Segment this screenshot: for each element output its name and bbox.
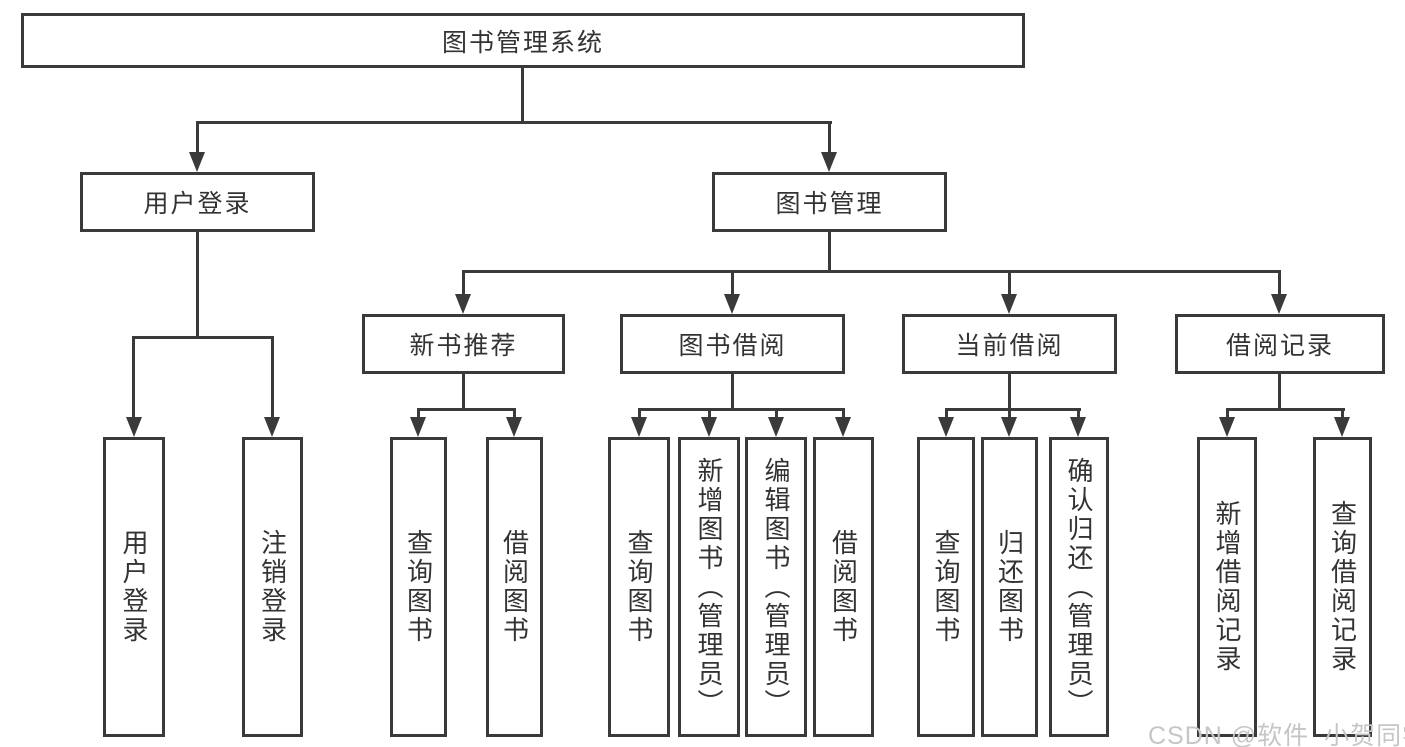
leaf-label: 归还图书 <box>994 529 1025 645</box>
connector-line <box>1341 408 1344 420</box>
connector-line <box>462 270 1281 273</box>
leaf-label: 注销登录 <box>257 529 288 645</box>
arrowhead-down-icon <box>821 152 837 172</box>
connector-line <box>521 68 524 124</box>
connector-line <box>945 408 1081 411</box>
arrowhead-down-icon <box>1219 417 1235 437</box>
connector-line <box>196 232 199 339</box>
connector-line <box>775 408 778 420</box>
connector-line <box>462 374 465 411</box>
connector-line <box>945 408 948 420</box>
node-current-borrow: 当前借阅 <box>902 314 1117 374</box>
node-book-borrow: 图书借阅 <box>620 314 845 374</box>
connector-line <box>828 232 831 273</box>
leaf-logout: 注销登录 <box>242 437 303 737</box>
arrowhead-down-icon <box>1001 417 1017 437</box>
leaf-confirm-return-admin: 确认归还（管理员） <box>1049 437 1109 737</box>
connector-line <box>1008 408 1011 420</box>
connector-line <box>196 121 199 158</box>
node-book-borrow-label: 图书借阅 <box>678 332 787 360</box>
arrowhead-down-icon <box>1070 417 1086 437</box>
csdn-watermark: CSDN @软件_小贺同学 <box>1148 722 1405 747</box>
connector-line <box>132 336 273 339</box>
leaf-label: 查询图书 <box>624 529 654 645</box>
leaf-label: 查询图书 <box>403 529 434 645</box>
connector-line <box>271 336 274 420</box>
arrowhead-down-icon <box>938 417 954 437</box>
arrowhead-down-icon <box>724 294 740 314</box>
connector-line <box>708 408 711 420</box>
connector-line <box>638 408 845 411</box>
arrowhead-down-icon <box>701 417 717 437</box>
node-book-management-label: 图书管理 <box>775 190 884 218</box>
node-root: 图书管理系统 <box>21 13 1025 68</box>
leaf-query-books-borrow: 查询图书 <box>608 437 670 737</box>
node-new-book-recommend-label: 新书推荐 <box>409 332 518 360</box>
node-new-book-recommend: 新书推荐 <box>362 314 565 374</box>
arrowhead-down-icon <box>410 417 426 437</box>
leaf-add-borrow-record: 新增借阅记录 <box>1197 437 1257 737</box>
leaf-label: 用户登录 <box>119 529 149 645</box>
leaf-label: 新增借阅记录 <box>1212 500 1242 674</box>
connector-line <box>417 408 420 420</box>
connector-line <box>1278 374 1281 411</box>
leaf-label: 确认归还（管理员） <box>1064 456 1094 718</box>
connector-line <box>638 408 641 420</box>
leaf-label: 查询借阅记录 <box>1327 500 1358 674</box>
connector-line <box>828 121 831 158</box>
leaf-query-borrow-record: 查询借阅记录 <box>1313 437 1372 737</box>
node-current-borrow-label: 当前借阅 <box>955 332 1064 360</box>
arrowhead-down-icon <box>631 417 647 437</box>
connector-line <box>731 270 734 297</box>
connector-line <box>1077 408 1080 420</box>
arrowhead-down-icon <box>835 417 851 437</box>
leaf-label: 编辑图书（管理员） <box>761 456 791 718</box>
leaf-label: 新增图书（管理员） <box>694 456 724 718</box>
leaf-borrow-books-recommend: 借阅图书 <box>486 437 543 737</box>
leaf-label: 借阅图书 <box>828 529 859 645</box>
leaf-borrow-books: 借阅图书 <box>813 437 874 737</box>
connector-line <box>196 121 832 124</box>
connector-line <box>1278 270 1281 297</box>
arrowhead-down-icon <box>1334 417 1350 437</box>
node-borrow-records-label: 借阅记录 <box>1225 332 1334 360</box>
connector-line <box>132 336 135 420</box>
node-book-management: 图书管理 <box>712 172 947 232</box>
arrowhead-down-icon <box>506 417 522 437</box>
arrowhead-down-icon <box>768 417 784 437</box>
node-root-label: 图书管理系统 <box>441 28 604 57</box>
leaf-edit-books-admin: 编辑图书（管理员） <box>745 437 807 737</box>
node-user-login: 用户登录 <box>80 172 315 232</box>
leaf-label: 查询图书 <box>931 529 961 645</box>
connector-line <box>1008 270 1011 297</box>
arrowhead-down-icon <box>189 152 205 172</box>
leaf-query-books-recommend: 查询图书 <box>390 437 447 737</box>
node-borrow-records: 借阅记录 <box>1175 314 1385 374</box>
connector-line <box>513 408 516 420</box>
arrowhead-down-icon <box>1001 294 1017 314</box>
connector-line <box>1226 408 1229 420</box>
leaf-label: 借阅图书 <box>499 529 530 645</box>
connector-line <box>731 374 734 411</box>
arrowhead-down-icon <box>455 294 471 314</box>
leaf-return-books: 归还图书 <box>981 437 1038 737</box>
node-user-login-label: 用户登录 <box>143 190 252 218</box>
leaf-user-login: 用户登录 <box>103 437 165 737</box>
connector-line <box>462 270 465 297</box>
connector-line <box>1226 408 1345 411</box>
arrowhead-down-icon <box>264 417 280 437</box>
arrowhead-down-icon <box>126 417 142 437</box>
leaf-add-books-admin: 新增图书（管理员） <box>678 437 740 737</box>
connector-line <box>417 408 516 411</box>
arrowhead-down-icon <box>1271 294 1287 314</box>
connector-line <box>1008 374 1011 411</box>
connector-line <box>842 408 845 420</box>
leaf-query-books-current: 查询图书 <box>917 437 975 737</box>
